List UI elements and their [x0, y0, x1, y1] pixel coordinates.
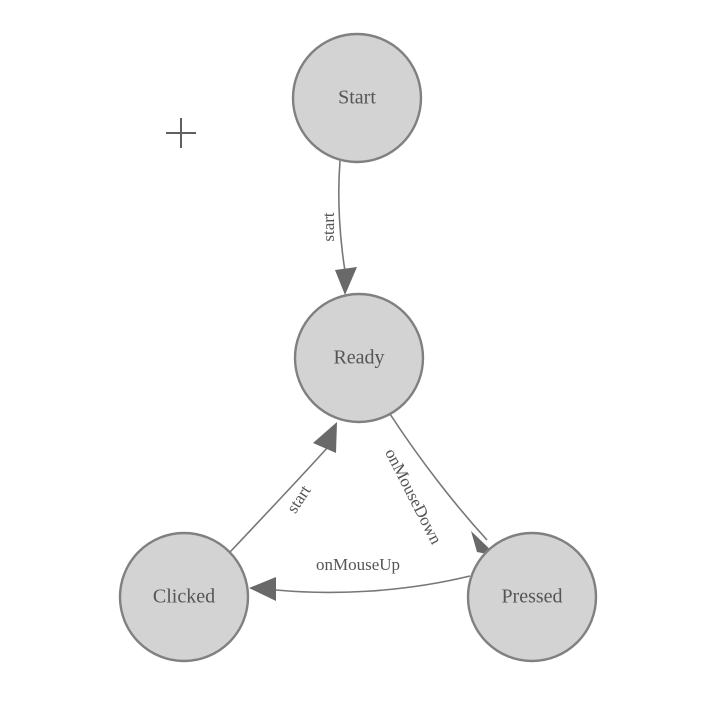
- node-clicked[interactable]: Clicked: [118, 531, 250, 663]
- node-pressed-circle[interactable]: [466, 531, 598, 663]
- edge-pressed-to-clicked[interactable]: onMouseUp: [249, 555, 471, 601]
- crosshair-marker: [166, 118, 196, 148]
- node-pressed[interactable]: Pressed: [466, 531, 598, 663]
- edge-label-start-to-ready: start: [319, 212, 338, 242]
- edge-line: [338, 160, 346, 272]
- node-clicked-label: Clicked: [153, 586, 215, 608]
- node-pressed-label: Pressed: [501, 586, 562, 608]
- edge-ready-to-pressed[interactable]: onMouseDown: [381, 413, 497, 556]
- edge-line: [275, 575, 471, 594]
- arrowhead-icon: [335, 267, 357, 295]
- node-ready[interactable]: Ready: [293, 292, 425, 424]
- edge-label-pressed-to-clicked: onMouseUp: [316, 555, 400, 574]
- node-ready-label: Ready: [333, 347, 384, 369]
- arrowhead-icon: [249, 577, 276, 601]
- arrowhead-icon: [313, 422, 337, 453]
- node-ready-circle[interactable]: [293, 292, 425, 424]
- edge-clicked-to-ready[interactable]: start: [229, 422, 337, 553]
- edge-label-ready-to-pressed: onMouseDown: [381, 445, 446, 547]
- node-start[interactable]: Start: [291, 32, 423, 164]
- edge-line: [389, 413, 488, 541]
- edge-label-clicked-to-ready: start: [283, 481, 315, 516]
- node-start-circle[interactable]: [291, 32, 423, 164]
- edge-start-to-ready[interactable]: start: [319, 160, 357, 295]
- node-clicked-circle[interactable]: [118, 531, 250, 663]
- edge-line: [229, 446, 329, 553]
- node-start-label: Start: [338, 87, 376, 109]
